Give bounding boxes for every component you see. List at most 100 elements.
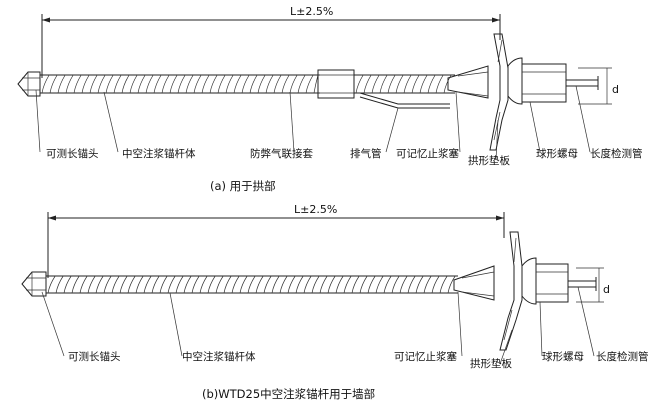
thread-line xyxy=(311,275,320,294)
side-dimension-a xyxy=(578,67,612,105)
dimension-label-a: L±2.5% xyxy=(290,5,333,18)
caption-b: (b)WTD25中空注浆锚杆用于墙部 xyxy=(202,387,375,401)
thread-line xyxy=(159,275,168,294)
thread-line xyxy=(127,275,136,294)
label-hollow-body-a: 中空注浆锚杆体 xyxy=(122,147,196,160)
thread-line xyxy=(367,275,376,294)
ball-nut-b xyxy=(521,257,569,305)
thread-line xyxy=(129,74,138,94)
thread-line xyxy=(355,74,364,94)
thread-line xyxy=(289,74,298,94)
thread-line xyxy=(265,74,274,94)
thread-line xyxy=(375,275,384,294)
thread-line xyxy=(151,275,160,294)
thread-line xyxy=(319,275,328,294)
caption-a: (a) 用于拱部 xyxy=(210,179,276,193)
thread-line xyxy=(295,275,304,294)
thread-line xyxy=(231,275,240,294)
thread-line xyxy=(175,275,184,294)
thread-line xyxy=(247,275,256,294)
thread-line xyxy=(57,74,66,94)
thread-line xyxy=(335,275,344,294)
leaders-b xyxy=(41,286,595,365)
thread-line xyxy=(183,275,192,294)
arch-plate-a xyxy=(489,33,509,151)
thread-line xyxy=(403,74,412,94)
thread-line xyxy=(63,275,72,294)
thread-line xyxy=(419,74,428,94)
thread-line xyxy=(103,275,112,294)
thread-line xyxy=(41,74,50,94)
thread-line xyxy=(233,74,242,94)
thread-line xyxy=(287,275,296,294)
thread-line xyxy=(443,74,452,94)
thread-line xyxy=(427,74,436,94)
thread-line xyxy=(217,74,226,94)
label-arch-plate-b: 拱形垫板 xyxy=(470,357,512,370)
thread-line xyxy=(303,275,312,294)
thread-line xyxy=(71,275,80,294)
thread-line xyxy=(255,275,264,294)
thread-line xyxy=(49,74,58,94)
length-tube-b xyxy=(568,277,597,291)
thread-line xyxy=(105,74,114,94)
leaders-a xyxy=(35,85,591,161)
label-arch-plate-a: 拱形垫板 xyxy=(468,154,510,167)
thread-line xyxy=(185,74,194,94)
label-ball-nut-a: 球形螺母 xyxy=(536,147,578,160)
dimension-line-b xyxy=(47,212,505,278)
thread-line xyxy=(47,275,56,294)
thread-line xyxy=(177,74,186,94)
label-stop-plug-a: 可记忆止浆塞 xyxy=(396,147,459,160)
thread-line xyxy=(169,74,178,94)
thread-line xyxy=(89,74,98,94)
thread-line xyxy=(371,74,380,94)
side-dimension-b xyxy=(576,267,604,303)
thread-line xyxy=(111,275,120,294)
thread-line xyxy=(137,74,146,94)
thread-line xyxy=(263,275,272,294)
thread-line xyxy=(223,275,232,294)
dimension-label-b: L±2.5% xyxy=(294,203,337,216)
thread-line xyxy=(153,74,162,94)
thread-line xyxy=(257,74,266,94)
thread-line xyxy=(207,275,216,294)
thread-line xyxy=(411,74,420,94)
thread-line xyxy=(113,74,122,94)
label-hollow-body-b: 中空注浆锚杆体 xyxy=(182,350,256,363)
thread-line xyxy=(249,74,258,94)
exhaust-pipe-a xyxy=(359,92,450,109)
thread-line xyxy=(271,275,280,294)
thread-line xyxy=(435,74,444,94)
length-tube-a xyxy=(566,76,599,90)
thread-line xyxy=(73,74,82,94)
thread-line xyxy=(239,275,248,294)
thread-line xyxy=(313,74,319,94)
thread-line xyxy=(65,74,74,94)
thread-line xyxy=(145,74,154,94)
label-coupler-a: 防弊气联接套 xyxy=(250,147,313,160)
stop-plug-b xyxy=(453,265,495,301)
label-length-tube-a: 长度检测管 xyxy=(590,147,643,160)
label-measurable-head-a: 可测长锚头 xyxy=(46,147,99,160)
rod-body-b xyxy=(46,275,458,294)
thread-line xyxy=(209,74,218,94)
thread-line xyxy=(95,275,104,294)
label-measurable-head-b: 可测长锚头 xyxy=(68,350,121,363)
thread-line xyxy=(161,74,170,94)
thread-line xyxy=(193,74,202,94)
thread-line xyxy=(135,275,144,294)
thread-line xyxy=(215,275,224,294)
thread-line xyxy=(81,74,90,94)
thread-line xyxy=(439,275,448,294)
side-dimension-label-b: d xyxy=(603,283,610,296)
coupler-a xyxy=(317,69,355,99)
thread-line xyxy=(305,74,314,94)
thread-line xyxy=(415,275,424,294)
thread-line xyxy=(241,74,250,94)
label-length-tube-b: 长度检测管 xyxy=(596,350,649,363)
anchor-head-b xyxy=(21,271,47,297)
thread-line xyxy=(447,275,456,294)
thread-line xyxy=(391,275,400,294)
